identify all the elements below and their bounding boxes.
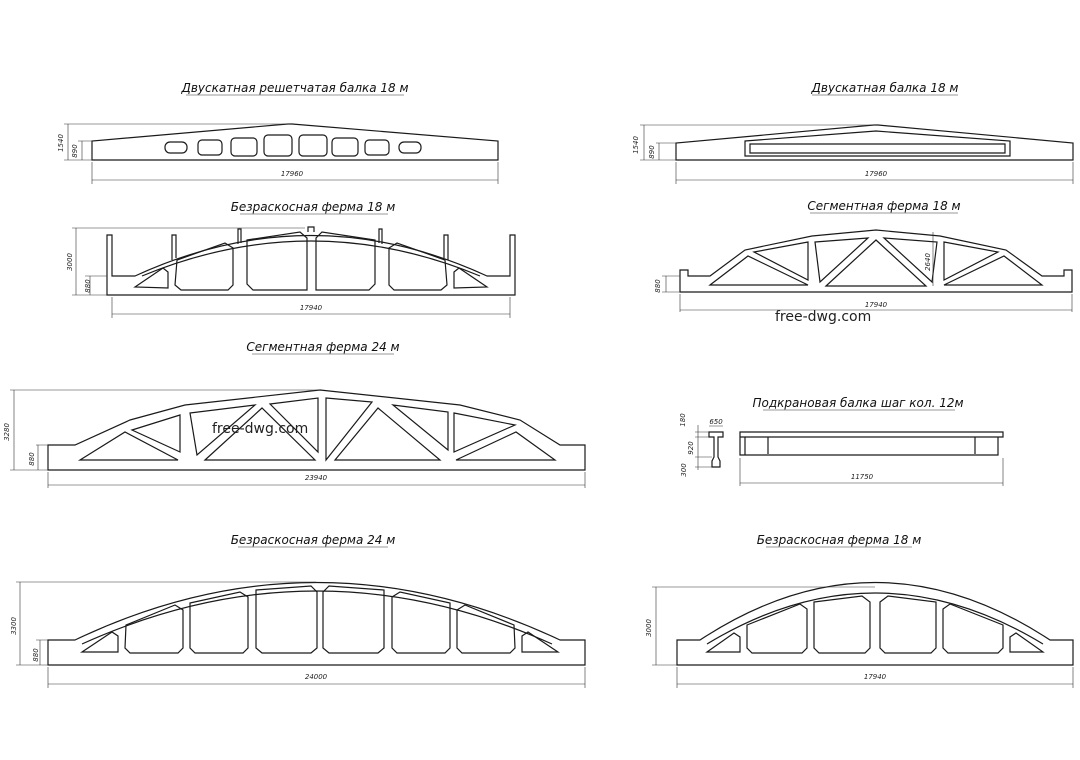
segment-truss-24m: Сегментная ферма 24 м 3280 880 23940 fre…	[3, 340, 586, 488]
drawing-title: Безраскосная ферма 24 м	[231, 533, 396, 547]
drawing-title: Сегментная ферма 24 м	[246, 340, 399, 354]
dim-height: 3280	[3, 423, 11, 441]
dim-bottom: 300	[680, 463, 688, 477]
vierendeel-truss-24m: Безраскосная ферма 24 м 3300 880 24000	[10, 533, 586, 688]
dim-end-height: 880	[28, 452, 36, 466]
dim-end-height: 880	[654, 279, 662, 293]
crane-beam-12m: Подкрановая балка шаг кол. 12м 180 650 9…	[679, 396, 1004, 486]
gable-beam-18m: Двускатная балка 18 м 1540 890 17960	[632, 81, 1074, 184]
dim-flange: 180	[679, 413, 687, 427]
dim-end-height: 890	[648, 145, 656, 159]
dim-height: 3000	[645, 619, 653, 637]
segment-truss-18m: Сегментная ферма 18 м 880 2640 17940 fre…	[654, 199, 1073, 325]
drawing-title: Сегментная ферма 18 м	[807, 199, 960, 213]
vierendeel-truss-18m-bottom: Безраскосная ферма 18 м 3000 17940	[645, 533, 1074, 688]
dim-height: 3300	[10, 617, 18, 635]
dim-height: 2640	[924, 253, 932, 271]
watermark: free-dwg.com	[212, 421, 308, 437]
dim-end-height: 880	[32, 648, 40, 662]
watermark: free-dwg.com	[775, 309, 871, 325]
dim-length: 17940	[864, 673, 887, 681]
dim-width: 650	[709, 418, 723, 426]
dim-height: 1540	[57, 134, 65, 152]
dim-length: 11750	[851, 473, 874, 481]
dim-length: 24000	[305, 673, 328, 681]
vierendeel-truss-18m-top: Безраскосная ферма 18 м 3000 880 17940	[66, 200, 516, 318]
lattice-gable-beam-18m: Двускатная решетчатая балка 18 м 1540 89…	[57, 81, 499, 184]
drawing-title: Двускатная балка 18 м	[811, 81, 959, 95]
dim-height: 3000	[66, 253, 74, 271]
dim-length: 17940	[300, 304, 323, 312]
dim-end-height: 880	[84, 279, 92, 293]
dim-end-height: 890	[71, 144, 79, 158]
drawing-title: Двускатная решетчатая балка 18 м	[180, 81, 408, 95]
drawing-title: Подкрановая балка шаг кол. 12м	[752, 396, 963, 410]
drawing-title: Безраскосная ферма 18 м	[757, 533, 922, 547]
dim-length: 17940	[865, 301, 888, 309]
dim-length: 23940	[305, 474, 328, 482]
drawing-title: Безраскосная ферма 18 м	[231, 200, 396, 214]
dim-length: 17960	[865, 170, 888, 178]
dim-web: 920	[687, 441, 695, 455]
dim-height: 1540	[632, 136, 640, 154]
dim-length: 17960	[281, 170, 304, 178]
